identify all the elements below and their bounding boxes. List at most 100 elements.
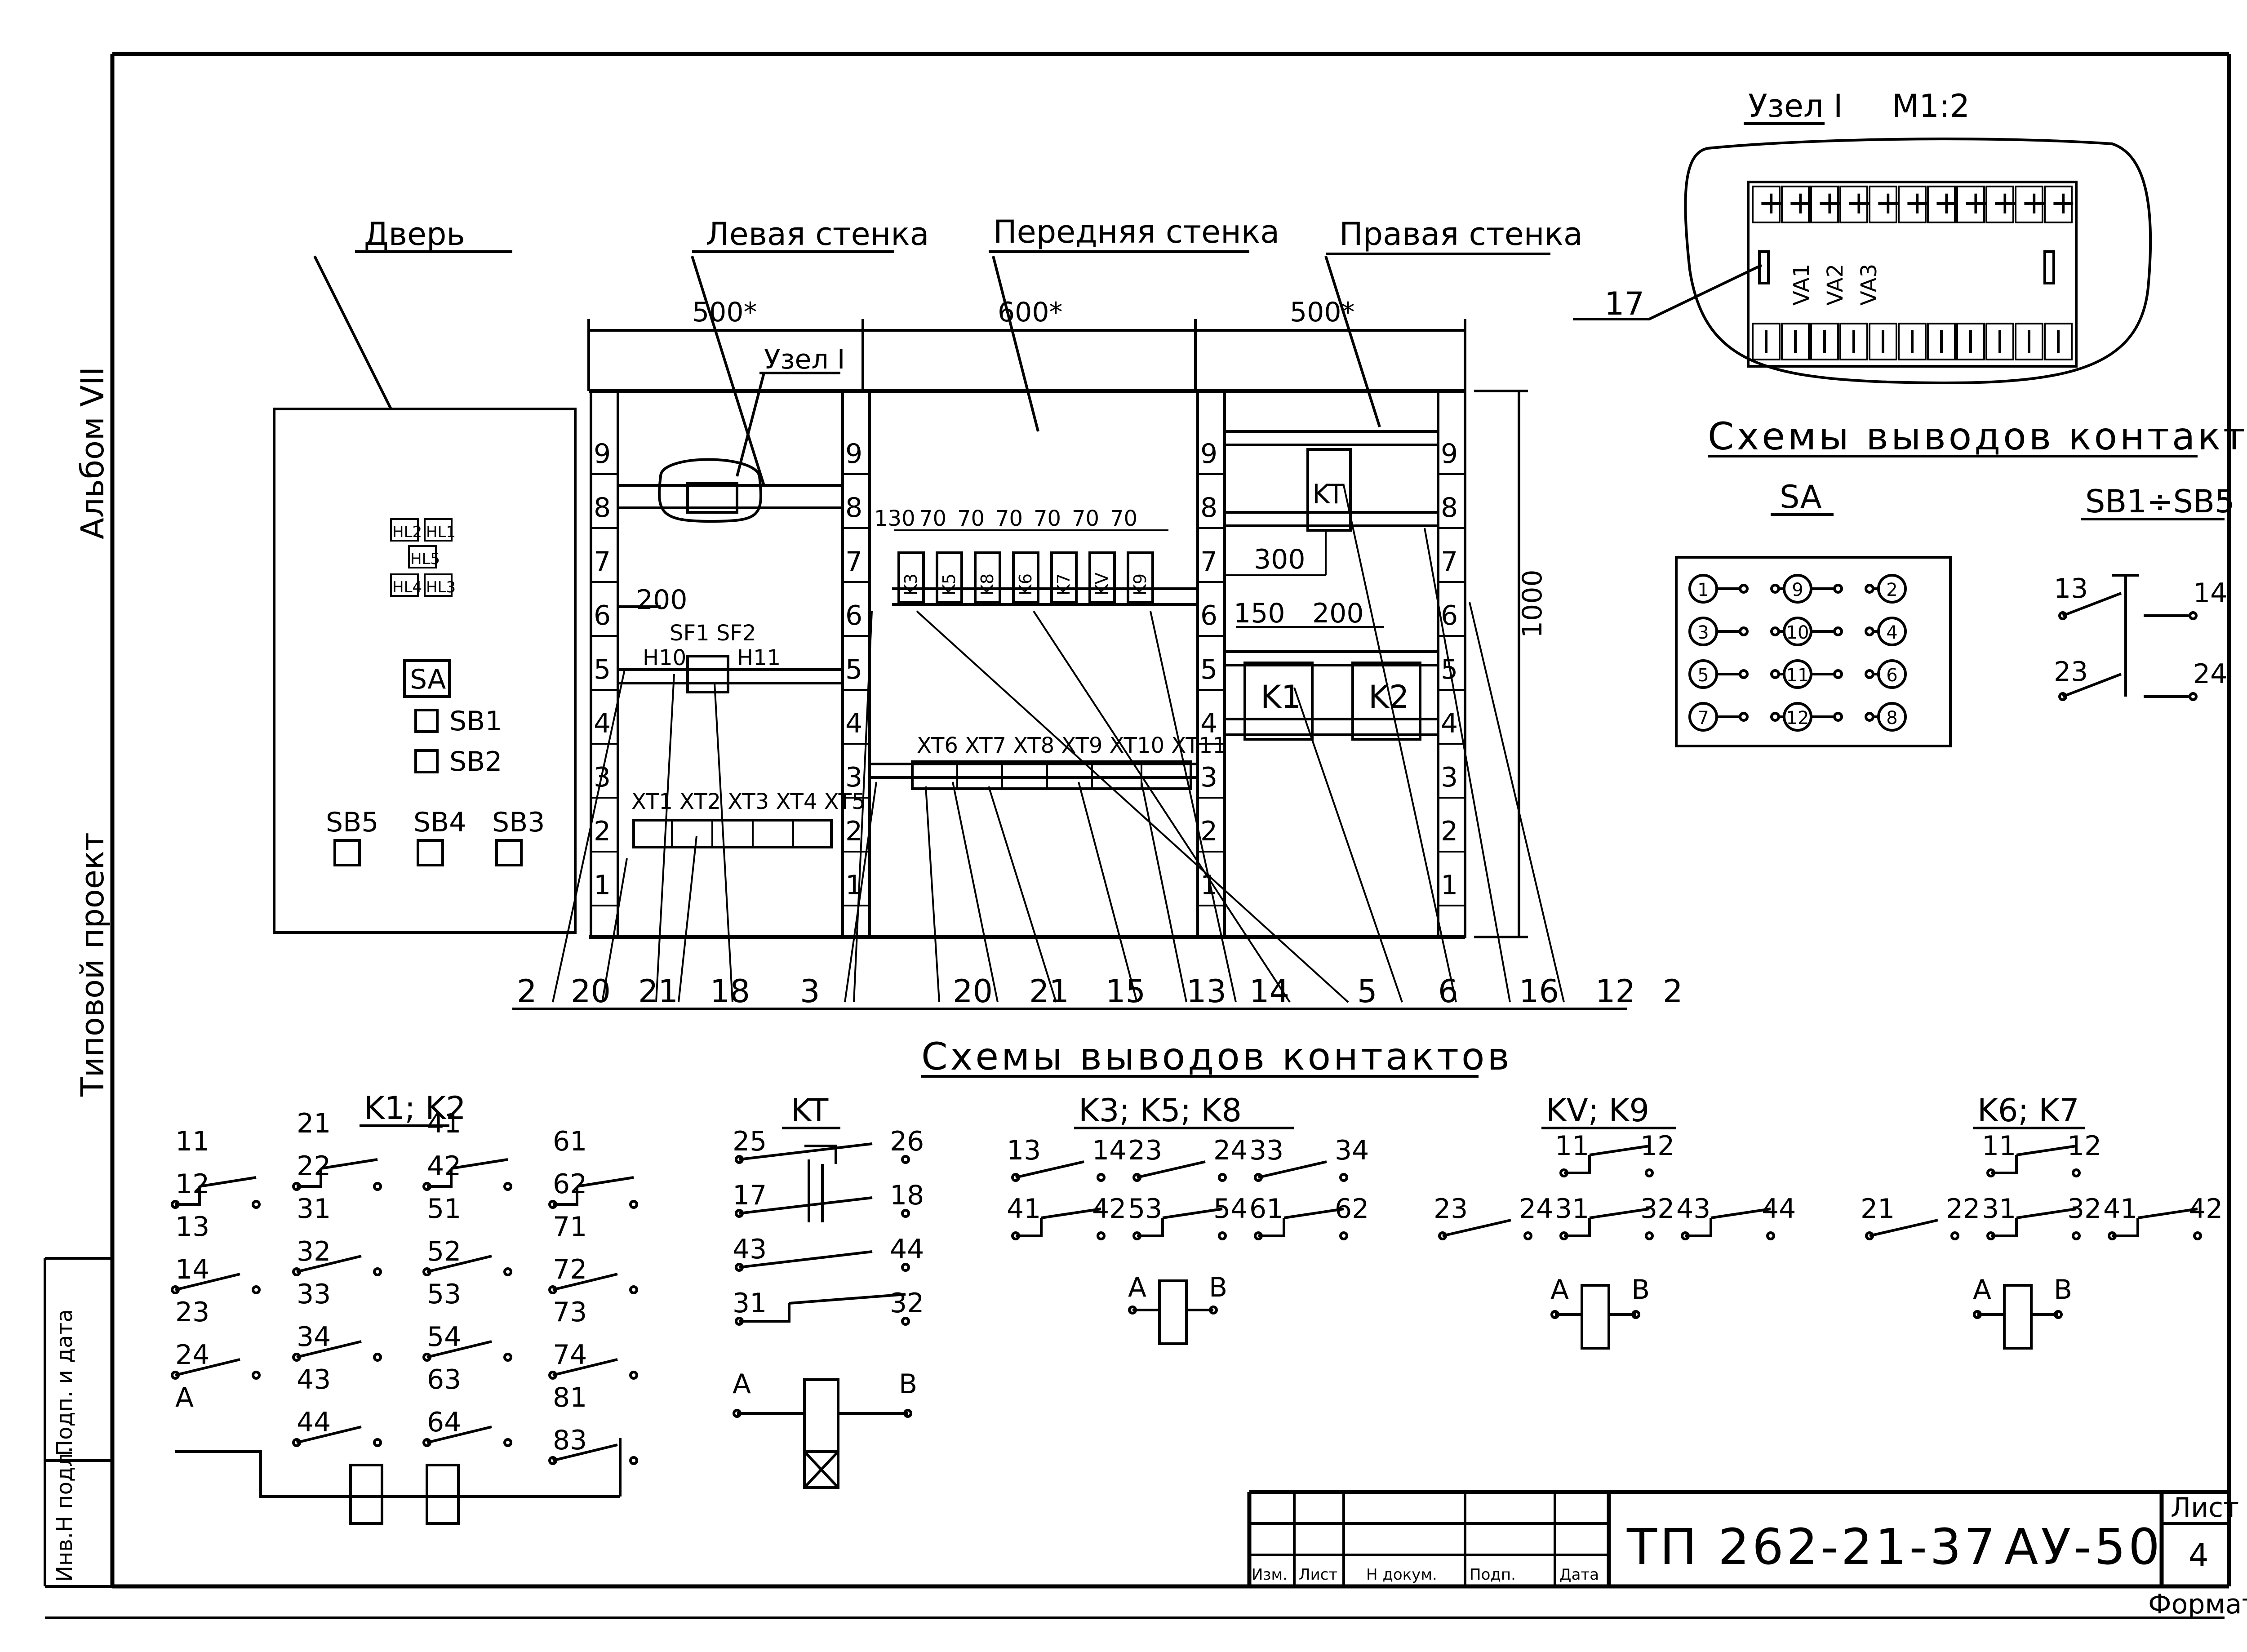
door-sb1: SB1: [449, 706, 502, 737]
k1k2-terminal-number: 32: [297, 1236, 331, 1267]
lamp-hl4: HL4: [392, 578, 422, 596]
contact-terminal: [901, 1263, 910, 1272]
scale-number: 6: [1441, 600, 1458, 631]
contact-nc: [175, 1176, 257, 1206]
callout-number: 5: [1357, 973, 1377, 1010]
contact-terminal: [252, 1371, 261, 1380]
kt-title: KT: [791, 1092, 828, 1129]
k1k2-terminal-number: 64: [427, 1407, 461, 1438]
node-cell-top: [1810, 186, 1839, 223]
kvk9-coil-b: B: [1631, 1274, 1650, 1306]
k1k2-terminal-number: 12: [175, 1168, 209, 1200]
scale-number: 5: [1200, 654, 1217, 685]
contact-terminal: [1339, 1173, 1348, 1182]
door-title: Дверь: [364, 216, 465, 253]
callout-number: 2: [517, 973, 537, 1010]
va1-label: VA1: [1789, 264, 1814, 306]
k358-terminal: 53: [1128, 1193, 1162, 1225]
contact-terminal: [503, 1182, 512, 1191]
left-wall-content: Узел I 200 SF1 SF2 H10 H11 XT1 XT2 XT3 X…: [618, 344, 866, 848]
relay-kv: [1088, 551, 1116, 604]
plus-sign: +: [1816, 184, 1843, 221]
sa-terminal-number: 6: [1886, 665, 1897, 686]
door-sb5: SB5: [326, 807, 378, 838]
tb-hdr-list: Лист: [1299, 1566, 1337, 1584]
k1k2-terminal-number: 41: [427, 1108, 461, 1139]
k6k7-coil-b: B: [2054, 1274, 2072, 1306]
contact-no: [296, 1255, 362, 1273]
contact-no: [426, 1340, 492, 1359]
node-cell-bottom: [1985, 323, 2014, 360]
k358-terminal: 34: [1335, 1135, 1369, 1166]
contact-nc: [1991, 1208, 2077, 1237]
scale-number: 8: [594, 492, 611, 524]
scale-number: 7: [594, 546, 611, 577]
kvk9-terminal: 31: [1555, 1193, 1589, 1225]
scale-number: 8: [845, 492, 862, 524]
contact-terminal: [252, 1285, 261, 1294]
dim-front: 600*: [998, 297, 1063, 328]
sa-node: [1770, 584, 1780, 594]
contact-no: [1258, 1160, 1327, 1179]
k1k2-terminal-number: 51: [427, 1193, 461, 1225]
plus-sign: +: [1992, 184, 2018, 221]
scale-number: 9: [845, 438, 862, 470]
contact-no: [426, 1426, 492, 1444]
contact-terminal: [503, 1353, 512, 1362]
schemes-title-top: Схемы выводов контактов: [1708, 414, 2247, 458]
contact-no: [1869, 1219, 1938, 1237]
kvk9-terminal: 23: [1434, 1193, 1468, 1225]
contact-terminal: [2072, 1231, 2081, 1240]
plus-sign: +: [1963, 184, 1989, 221]
dim-70-3: 70: [995, 506, 1023, 531]
scale-number: 9: [1441, 438, 1458, 470]
sa-terminal-number: 7: [1697, 708, 1709, 728]
relay-k6: [1012, 551, 1039, 604]
door-sb4: SB4: [413, 807, 466, 838]
relay-label: K9: [1130, 573, 1150, 595]
scale-number: 4: [1200, 708, 1217, 739]
contact-nc: [1991, 1145, 2077, 1174]
sa-node: [1833, 584, 1843, 594]
node-scale: М1:2: [1892, 88, 1970, 124]
tb-hdr-date: Дата: [1559, 1566, 1599, 1584]
scale-number: 7: [1441, 546, 1458, 577]
callout-number: 20: [953, 973, 993, 1010]
sa-terminal-number: 12: [1786, 708, 1809, 728]
dim-70-2: 70: [957, 506, 985, 531]
kvk9-terminal: 11: [1555, 1130, 1589, 1162]
k1k2-terminal-number: 24: [175, 1339, 209, 1371]
front-wall-title: Передняя стенка: [993, 213, 1279, 250]
relay-label: K6: [1016, 573, 1035, 595]
k358-terminal: 14: [1092, 1135, 1126, 1166]
node-cell-top: [1985, 186, 2014, 223]
sa-terminal-number: 5: [1697, 665, 1709, 686]
sb-title: SB1÷SB5: [2085, 483, 2235, 520]
k1k2-terminal-number: 21: [297, 1108, 331, 1139]
sa-node: [1770, 669, 1780, 679]
scale-number: 3: [1441, 762, 1458, 793]
kt-terminal-right: 26: [890, 1126, 924, 1157]
contact-terminal: [373, 1438, 382, 1447]
contact-nc: [1016, 1208, 1101, 1237]
scale-number: 8: [1441, 492, 1458, 524]
scale-number: 7: [845, 546, 862, 577]
door-sa: SA: [410, 664, 446, 695]
plus-sign: +: [1904, 184, 1931, 221]
contact-terminal: [1339, 1231, 1348, 1240]
node-detail: Узел I М1:2 +++++++++++ VA1 VA2 VA3 17: [1573, 88, 2152, 385]
scale-number: 6: [845, 600, 862, 631]
relay-label: KV: [1092, 573, 1112, 595]
node-cell-bottom: [1752, 323, 1781, 360]
kt-coil-a: A: [733, 1368, 751, 1400]
h11-label: H11: [737, 645, 781, 671]
k1k2-terminal-number: 22: [297, 1150, 331, 1182]
contact-no: [739, 1250, 873, 1269]
lamp-hl3: HL3: [426, 578, 456, 596]
dim-right: 500*: [1290, 297, 1355, 328]
